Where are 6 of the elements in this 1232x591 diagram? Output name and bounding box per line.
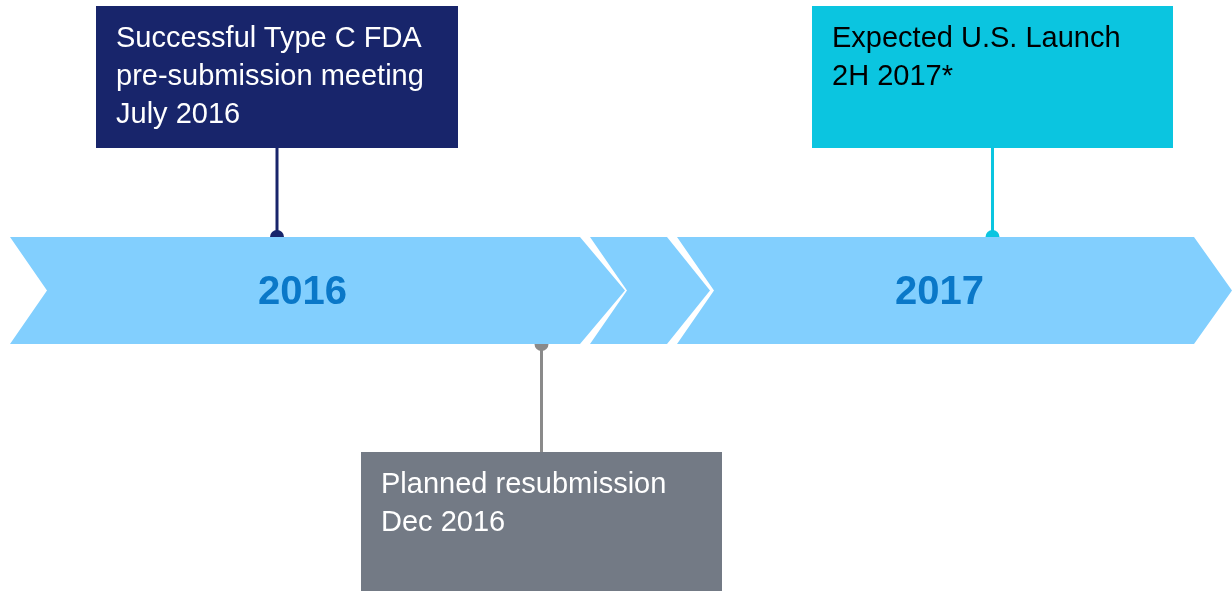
milestone-box: Successful Type C FDA pre-submission meeting July 2016 <box>96 6 458 148</box>
milestone-box: Expected U.S. Launch 2H 2017* <box>812 6 1173 148</box>
year-label: 2017 <box>895 268 984 313</box>
chevron-arrow <box>590 237 710 344</box>
year-label: 2016 <box>258 268 347 313</box>
milestone-box: Planned resubmission Dec 2016 <box>361 452 722 591</box>
